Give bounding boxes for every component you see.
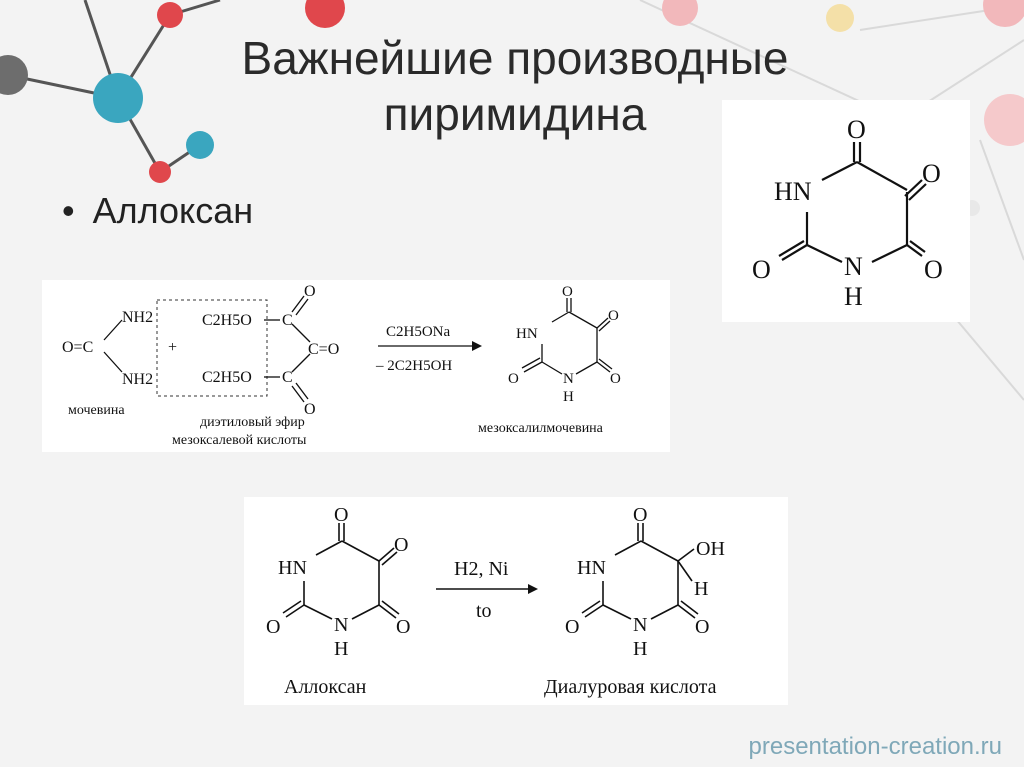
product-hn: HN (516, 326, 538, 342)
bullet-dot: • (62, 190, 75, 231)
product-label: мезоксалилмочевина (478, 421, 604, 436)
dialuric-h: H (633, 638, 647, 660)
reduction-reagent-bottom: to (476, 600, 492, 622)
reagent-bottom: – 2C2H5OH (375, 358, 452, 374)
product-n: N (563, 371, 574, 387)
reduction-scheme-panel: O O HN O N H O Аллоксан H2, Ni to (244, 497, 788, 705)
dialuric-oh: OH (696, 538, 725, 560)
dialuric-hn: HN (577, 557, 606, 579)
alloxan-h: H (844, 282, 863, 311)
alloxan-r-o-right: O (394, 534, 408, 556)
alloxan-r-o-top: O (334, 504, 348, 526)
reduction-scheme: O O HN O N H O Аллоксан H2, Ni to (266, 504, 725, 698)
alloxan-r-o-bottom: O (396, 616, 410, 638)
urea-oc: O=C (62, 339, 93, 356)
alloxan-r-o-left: O (266, 616, 280, 638)
ester-top: C2H5O (202, 312, 252, 329)
alloxan-structure: O O HN O N H O (752, 115, 943, 311)
alloxan-r-hn: HN (278, 557, 307, 579)
dialuric-n: N (633, 614, 647, 636)
title-line-1: Важнейшие производные (241, 32, 789, 84)
reagent-top: C2H5ONa (386, 324, 451, 340)
product-o-bottom: O (610, 371, 621, 387)
alloxan-hn: HN (774, 177, 812, 206)
dialuric-h-right: H (694, 578, 708, 600)
dialuric-o-bottom: O (695, 616, 709, 638)
product-o-left: O (508, 371, 519, 387)
dashed-box (156, 299, 268, 397)
ester-label-1: диэтиловый эфир (200, 415, 305, 430)
product-o-right: O (608, 308, 619, 324)
product-h: H (563, 389, 574, 405)
dialuric-label: Диалуровая кислота (544, 676, 717, 698)
alloxan-o-left: O (752, 255, 771, 284)
alloxan-structure-panel: O O HN O N H O (722, 100, 970, 322)
bullet-text: Аллоксан (92, 190, 254, 231)
ester-o-bottom: O (304, 401, 316, 418)
ester-c-mid: C=O (308, 341, 339, 358)
alloxan-r-h: H (334, 638, 348, 660)
alloxan-o-top: O (847, 115, 866, 144)
alloxan-o-right: O (922, 159, 941, 188)
slide-title: Важнейшие производные пиримидина (120, 30, 910, 142)
alloxan-o-bottom-right: O (924, 255, 943, 284)
ester-bottom: C2H5O (202, 369, 252, 386)
dialuric-o-top: O (633, 504, 647, 526)
bullet-item: • Аллоксан (62, 190, 253, 232)
ester-c-bottom: C (282, 369, 293, 386)
synthesis-scheme: O=C NH2 NH2 + C2H5O C2H5O (62, 283, 621, 448)
reduction-arrow-head (528, 584, 538, 594)
title-line-2: пиримидина (383, 88, 647, 140)
product-o-top: O (562, 284, 573, 300)
footer-watermark: presentation-creation.ru (748, 733, 1002, 760)
urea-nh2-top: NH2 (122, 309, 153, 326)
arrow-head (472, 341, 482, 351)
alloxan-n: N (844, 252, 863, 281)
plus-sign: + (168, 339, 177, 356)
urea-nh2-bottom: NH2 (122, 371, 153, 388)
urea-label: мочевина (68, 403, 125, 418)
synthesis-scheme-panel: O=C NH2 NH2 + C2H5O C2H5O (42, 280, 670, 452)
dialuric-o-left: O (565, 616, 579, 638)
ester-o-top: O (304, 283, 316, 300)
reduction-reagent-top: H2, Ni (454, 558, 509, 580)
alloxan-r-label: Аллоксан (284, 676, 367, 698)
ester-label-2: мезоксалевой кислоты (172, 433, 307, 448)
ester-c-top: C (282, 312, 293, 329)
alloxan-r-n: N (334, 614, 348, 636)
